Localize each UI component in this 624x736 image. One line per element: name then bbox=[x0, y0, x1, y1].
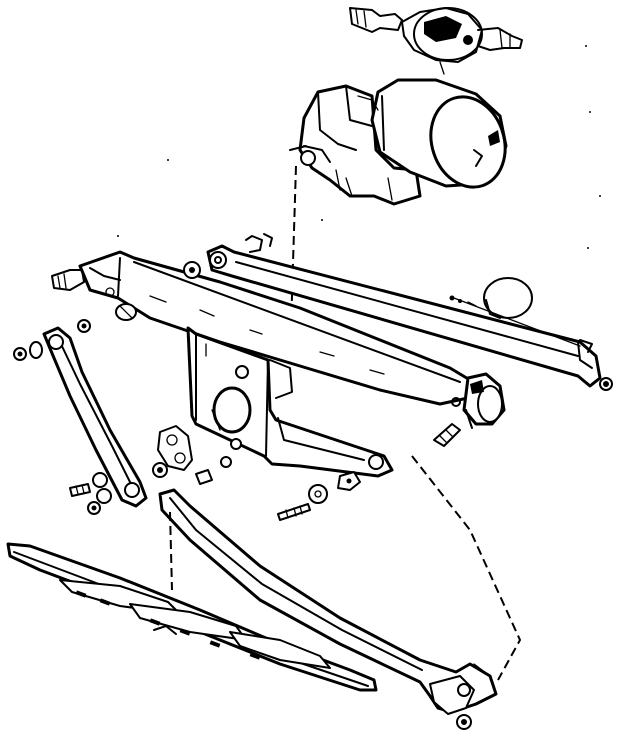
c-clip bbox=[245, 235, 263, 253]
link-plate bbox=[157, 425, 193, 471]
left-crank-arm bbox=[42, 326, 148, 508]
motor-connector-plug bbox=[349, 7, 523, 75]
spindle-alignment-guide bbox=[411, 455, 522, 681]
connecting-rod bbox=[183, 244, 602, 388]
scan-specks bbox=[117, 45, 601, 249]
blade-alignment-guide bbox=[169, 511, 173, 591]
linkage-cable-clip bbox=[449, 277, 581, 347]
wiper-arm bbox=[158, 488, 498, 730]
wiper-blade bbox=[6, 542, 378, 692]
fastener-set bbox=[13, 233, 613, 521]
mounting-bracket bbox=[186, 326, 394, 478]
wiper-motor bbox=[289, 78, 508, 206]
